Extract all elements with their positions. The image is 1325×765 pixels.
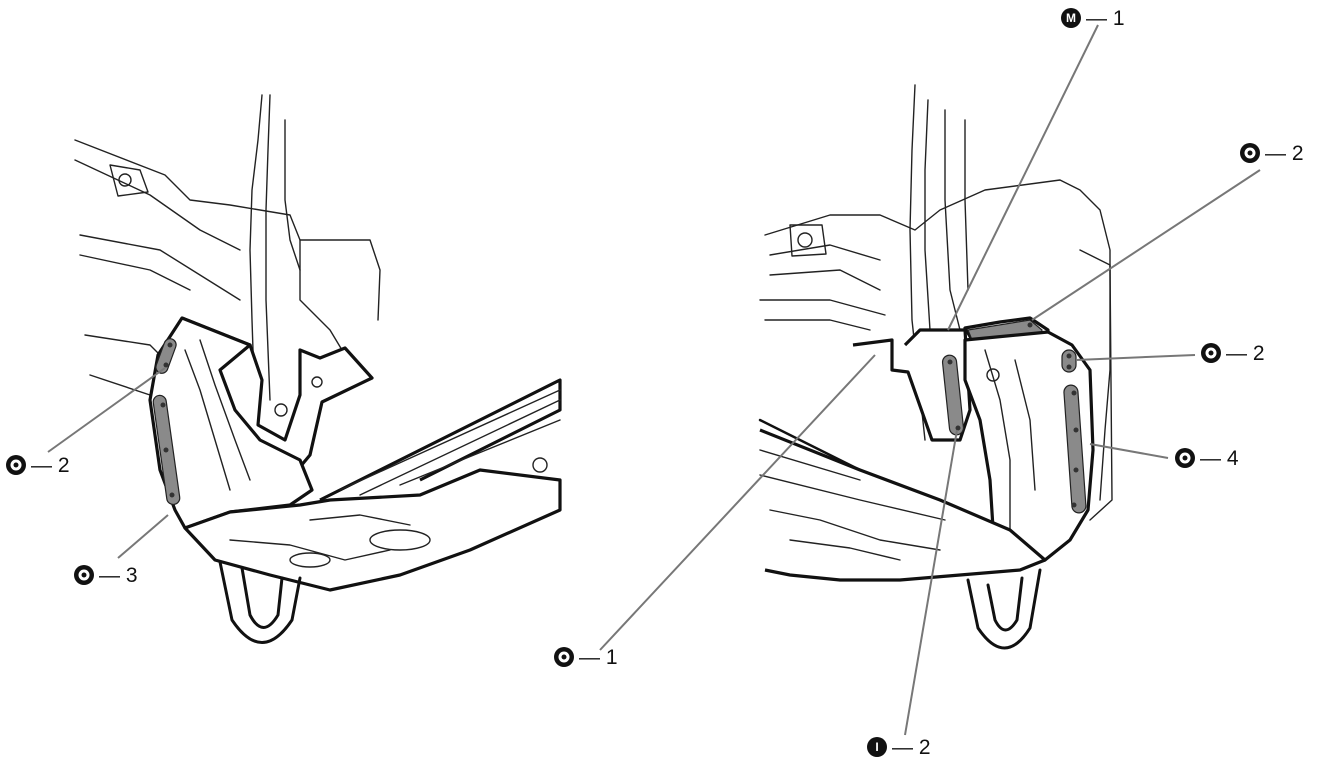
left-panel-line-5 xyxy=(84,334,166,361)
left-panel-line-4 xyxy=(79,254,191,291)
left-weld-dot xyxy=(163,362,169,368)
callout-label: — 1 xyxy=(1086,7,1125,30)
right-weld-dot xyxy=(955,425,961,431)
right-tow-hook xyxy=(966,568,1042,650)
right-weld-dot xyxy=(1071,390,1077,396)
left-quarter-inner xyxy=(184,349,231,491)
left-floor-panel xyxy=(183,468,562,592)
symbol-letter: I xyxy=(875,740,878,754)
mig-weld-symbol-icon xyxy=(1061,8,1081,28)
callout-label: — 2 xyxy=(1226,342,1265,365)
leader-top xyxy=(947,24,1099,331)
callout-right-low: — 4 xyxy=(1175,447,1239,470)
leader-right-top xyxy=(1031,169,1261,321)
symbol-letter: M xyxy=(1066,11,1076,25)
left-floor-slot xyxy=(369,529,431,551)
right-weld-dot xyxy=(1066,353,1072,359)
callout-right-mid: — 2 xyxy=(1201,342,1265,365)
right-body-hole xyxy=(797,232,813,248)
callout-label: — 4 xyxy=(1200,447,1239,470)
left-weld-dot xyxy=(169,492,175,498)
right-upper-panel xyxy=(764,179,1111,501)
right-weld-band-corner xyxy=(1061,349,1077,373)
callout-bottom: I — 2 xyxy=(867,736,931,759)
left-sill-rail-line xyxy=(339,389,561,496)
left-upper-panel-line xyxy=(74,139,381,321)
spot-weld-symbol-dot xyxy=(1208,350,1214,356)
right-pillar-inner xyxy=(924,99,931,331)
right-view xyxy=(758,84,1113,650)
callout-label: — 2 xyxy=(31,454,70,477)
left-floor-slot-2 xyxy=(289,552,331,568)
callout-label: — 2 xyxy=(1265,142,1304,165)
right-weld-dot xyxy=(1066,364,1072,370)
left-sill-hole xyxy=(532,457,548,473)
right-weld-dot xyxy=(1071,502,1077,508)
right-floor-line xyxy=(759,449,946,521)
leader-lines xyxy=(47,24,1261,736)
right-floor-detail xyxy=(769,509,941,561)
left-pillar-inner xyxy=(265,94,271,401)
right-weld-band-side xyxy=(1063,384,1087,514)
right-quarter-hole xyxy=(986,368,1000,382)
callout-label: — 1 xyxy=(579,646,618,669)
callout-top: M — 1 xyxy=(1061,7,1125,30)
spot-weld-symbol-dot xyxy=(1182,455,1188,461)
leader-center xyxy=(599,354,876,651)
right-pillar-inner-3 xyxy=(964,119,969,291)
left-weld-dot xyxy=(160,402,166,408)
right-tow-hook-inner xyxy=(986,576,1024,632)
callout-label: — 2 xyxy=(892,736,931,759)
plug-weld-symbol-icon xyxy=(867,737,887,757)
callout-left-upper: — 2 xyxy=(6,454,70,477)
spot-weld-symbol-dot xyxy=(81,572,87,578)
right-bracket xyxy=(852,328,972,442)
left-bracket-hole-2 xyxy=(311,376,323,388)
spot-weld-symbol-dot xyxy=(1247,150,1253,156)
right-weld-dot xyxy=(1027,322,1033,328)
right-weld-dot xyxy=(1073,467,1079,473)
callout-center: — 1 xyxy=(554,646,618,669)
right-pillar-inner-2 xyxy=(944,109,961,331)
leader-left-lower xyxy=(117,514,169,559)
spot-weld-symbol-dot xyxy=(13,462,19,468)
left-tow-hook-inner xyxy=(240,566,284,629)
left-tow-hook xyxy=(218,560,302,644)
leader-bottom xyxy=(904,429,958,736)
left-pillar-edge xyxy=(284,119,301,271)
right-side-rail xyxy=(1079,249,1113,521)
left-quarter-inner-2 xyxy=(199,339,251,481)
left-bracket-hole xyxy=(274,403,288,417)
left-weld-dot xyxy=(167,342,173,348)
right-body-hole-rim xyxy=(789,224,827,257)
left-pillar-outer xyxy=(249,94,263,411)
left-panel-line-2 xyxy=(74,159,241,251)
right-quarter-inner xyxy=(984,349,1036,541)
left-view xyxy=(74,94,562,644)
left-body-hole xyxy=(118,173,132,187)
right-panel-line-3 xyxy=(759,299,886,331)
left-floor-detail xyxy=(229,514,411,561)
left-panel-line-7 xyxy=(299,239,346,356)
left-panel-line-3 xyxy=(79,234,241,301)
callout-label: — 3 xyxy=(99,564,138,587)
leader-right-low xyxy=(1089,443,1169,459)
left-body-hole-rim xyxy=(109,164,149,197)
right-weld-dot xyxy=(947,359,953,365)
right-floor-edge xyxy=(758,418,862,472)
leader-right-mid xyxy=(1075,354,1196,361)
right-weld-dot xyxy=(1073,427,1079,433)
right-panel-line-2 xyxy=(769,244,881,291)
leader-left-upper xyxy=(47,367,166,453)
callout-left-lower: — 3 xyxy=(74,564,138,587)
callout-right-top: — 2 xyxy=(1240,142,1304,165)
right-floor-panel xyxy=(759,428,1047,582)
spot-weld-symbol-dot xyxy=(561,654,567,660)
left-weld-dot xyxy=(163,447,169,453)
